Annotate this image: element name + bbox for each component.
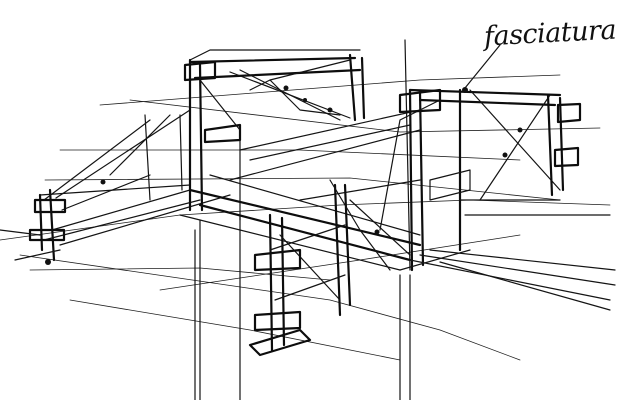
front-frame — [194, 179, 411, 400]
central-beams — [179, 109, 422, 271]
back-top-frame — [183, 49, 366, 221]
right-frame — [379, 39, 611, 272]
ground-lines — [0, 229, 616, 400]
left-frame — [28, 58, 231, 265]
perspective-guide-lines — [0, 74, 611, 361]
